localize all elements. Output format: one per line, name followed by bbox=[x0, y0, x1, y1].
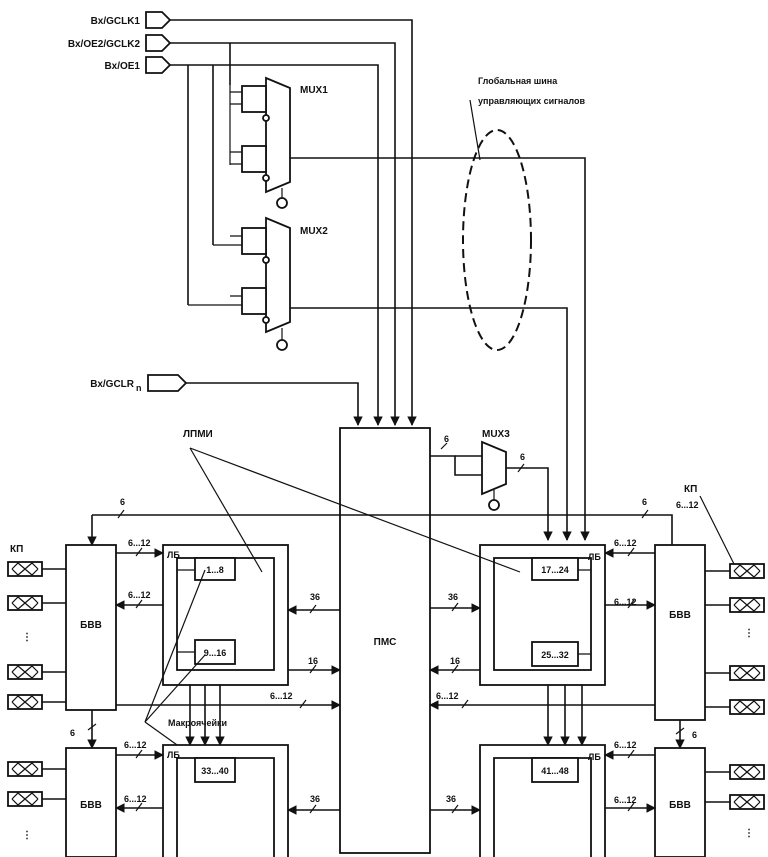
bus-ll-1: 6...12 bbox=[124, 740, 147, 750]
lb-upper-left-label: ЛБ bbox=[167, 550, 180, 560]
bvv-upper-right-label: БВВ bbox=[669, 610, 691, 621]
bus-ul-1: 6...12 bbox=[128, 538, 151, 548]
lower-row-buses: 6...12 6...12 36 36 6...12 6...12 bbox=[115, 740, 656, 815]
bus-lr-2: 6...12 bbox=[614, 795, 637, 805]
pms-block: ПМС bbox=[339, 427, 431, 854]
input-pin-oe1: Вх/OE1 bbox=[105, 56, 172, 74]
input-label-gclk1: Вх/GCLK1 bbox=[91, 16, 141, 27]
left-six-down: 6 bbox=[70, 728, 75, 738]
io-pins-left-upper: ⋮ bbox=[7, 561, 66, 710]
ellipsis-right-upper: ⋮ bbox=[744, 628, 754, 639]
bus-lr-1: 6...12 bbox=[614, 740, 637, 750]
mux1: MUX1 bbox=[229, 76, 328, 209]
mux3: 6 6 MUX3 bbox=[430, 429, 553, 541]
range-9-16: 9...16 bbox=[204, 648, 227, 658]
io-pins-left-lower: ⋮ bbox=[7, 761, 66, 841]
mux1-output-line bbox=[290, 157, 590, 541]
kp-left-label: КП bbox=[10, 544, 23, 555]
bvv-upper-left: БВВ bbox=[65, 544, 117, 711]
bvv-lower-right-label: БВВ bbox=[669, 800, 691, 811]
lb-upper-right-label: ЛБ bbox=[588, 552, 601, 562]
mux3-in-bus-label: 6 bbox=[444, 434, 449, 444]
input-label-oe1: Вх/OE1 bbox=[105, 61, 141, 72]
mux3-out-bus-label: 6 bbox=[520, 452, 525, 462]
bus-ur-36: 36 bbox=[448, 592, 458, 602]
bus-ul-16: 16 bbox=[308, 656, 318, 666]
lb-lower-left: ЛБ 33...40 bbox=[162, 744, 289, 857]
lb-upper-right: ЛБ 17...24 25...32 bbox=[479, 544, 606, 686]
input-pin-gclk1: Вх/GCLK1 bbox=[91, 11, 172, 29]
global-input-lines bbox=[170, 19, 417, 426]
top-bus-left-label: 6 bbox=[120, 497, 125, 507]
range-41-48: 41...48 bbox=[541, 766, 569, 776]
input-label-gclr-sub: n bbox=[136, 383, 142, 393]
top-six-bus: 6 6 bbox=[87, 497, 673, 546]
bvv-lower-left: БВВ bbox=[65, 747, 117, 857]
mux2-output-line bbox=[290, 307, 572, 541]
bus-ur-2: 6...12 bbox=[614, 597, 637, 607]
lb-lower-left-label: ЛБ bbox=[167, 750, 180, 760]
bus-bvv-left-pms: 6...12 bbox=[270, 691, 293, 701]
mux3-label: MUX3 bbox=[482, 429, 510, 440]
bus-lr-36: 36 bbox=[446, 794, 456, 804]
macrocells-label: Макроячейки bbox=[168, 718, 227, 728]
pms-label: ПМС bbox=[374, 637, 397, 648]
input-pin-gclr: Вх/GCLR n bbox=[90, 374, 188, 393]
inter-row-connections: 6 6 Макроячейки bbox=[70, 569, 697, 766]
bus-ul-2: 6...12 bbox=[128, 590, 151, 600]
bus-ur-16: 16 bbox=[450, 656, 460, 666]
io-pins-right-lower: ⋮ bbox=[705, 764, 765, 839]
range-25-32: 25...32 bbox=[541, 650, 569, 660]
kp-right-pointer bbox=[699, 495, 737, 569]
bus-bvv-right-pms: 6...12 bbox=[436, 691, 459, 701]
kp-right-label: КП bbox=[684, 484, 697, 495]
mux1-label: MUX1 bbox=[300, 85, 328, 96]
bvv-upper-left-label: БВВ bbox=[80, 620, 102, 631]
range-33-40: 33...40 bbox=[201, 766, 229, 776]
range-17-24: 17...24 bbox=[541, 565, 569, 575]
mux2-label: MUX2 bbox=[300, 226, 328, 237]
top-bus-right-label: 6 bbox=[642, 497, 647, 507]
mux2: MUX2 bbox=[188, 216, 328, 351]
bus-ll-36: 36 bbox=[310, 794, 320, 804]
input-label-oe2-gclk2: Вх/OE2/GCLK2 bbox=[68, 39, 141, 50]
lb-lower-right: ЛБ 41...48 bbox=[479, 744, 606, 857]
lpmi-annotation: ЛПМИ bbox=[183, 429, 521, 573]
ellipsis-left-lower: ⋮ bbox=[22, 830, 32, 841]
input-pin-oe2-gclk2: Вх/OE2/GCLK2 bbox=[68, 34, 172, 52]
input-label-gclr: Вх/GCLR bbox=[90, 379, 135, 390]
global-bus-label-2: управляющих сигналов bbox=[478, 96, 585, 106]
ellipsis-left-upper: ⋮ bbox=[22, 632, 32, 643]
kp-right-bus-label: 6...12 bbox=[676, 500, 699, 510]
lb-lower-right-label: ЛБ bbox=[588, 752, 601, 762]
range-1-8: 1...8 bbox=[206, 565, 224, 575]
lb-upper-left: ЛБ 1...8 9...16 bbox=[162, 544, 289, 686]
io-pins-right-upper: ⋮ bbox=[705, 563, 765, 715]
bvv-upper-right: БВВ bbox=[654, 544, 706, 721]
bus-ur-1: 6...12 bbox=[614, 538, 637, 548]
ellipsis-right-lower: ⋮ bbox=[744, 828, 754, 839]
global-bus: Глобальная шина управляющих сигналов bbox=[462, 76, 585, 351]
bvv-lower-left-label: БВВ bbox=[80, 800, 102, 811]
lpmi-label: ЛПМИ bbox=[183, 429, 213, 440]
bvv-lower-right: БВВ bbox=[654, 747, 706, 857]
right-six-down: 6 bbox=[692, 730, 697, 740]
bus-ul-36: 36 bbox=[310, 592, 320, 602]
global-bus-label-1: Глобальная шина bbox=[478, 76, 558, 86]
bus-ll-2: 6...12 bbox=[124, 794, 147, 804]
upper-row-buses: 6...12 6...12 36 16 36 16 6...12 6...12 … bbox=[115, 538, 656, 710]
